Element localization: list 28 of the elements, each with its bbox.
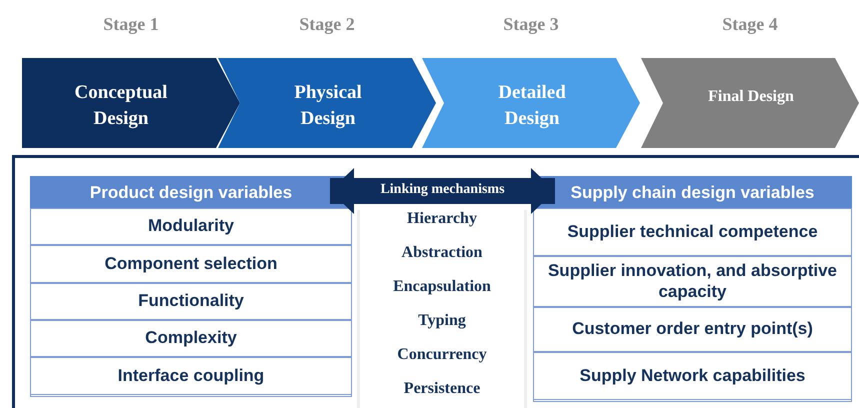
mechanism-term: Hierarchy <box>406 210 478 228</box>
mechanism-term: Encapsulation <box>392 278 492 296</box>
stage-label: Stage 2 <box>298 14 356 35</box>
double-arrow <box>330 168 555 214</box>
mechanism-term: Persistence <box>402 380 482 398</box>
mechanism-term: Concurrency <box>396 346 488 364</box>
table-cell: Interface coupling <box>30 357 352 395</box>
panel-frame <box>12 155 859 408</box>
stage-title: Conceptual Design <box>74 81 168 131</box>
table-cell: Customer order entry point(s) <box>533 307 852 352</box>
table-cell: Complexity <box>30 320 352 357</box>
table-cell: Modularity <box>30 208 352 245</box>
stage-title: Physical Design <box>293 81 363 131</box>
mechanism-term: Typing <box>417 312 467 330</box>
table-cell: Functionality <box>30 283 352 320</box>
table-cell: Supplier innovation, and absorptive capacity <box>533 256 852 307</box>
edge-label: Linking mechanisms <box>379 182 506 198</box>
variable-table <box>533 176 852 402</box>
table-cell: Supplier technical competence <box>533 208 852 256</box>
stage-label: Stage 4 <box>721 14 779 35</box>
table-cell: Component selection <box>30 245 352 283</box>
mechanism-term: Abstraction <box>400 244 484 262</box>
stage-title: Final Design <box>707 87 795 107</box>
table-cell: Supply Network capabilities <box>533 352 852 400</box>
variable-table <box>30 176 352 397</box>
stage-title: Detailed Design <box>497 81 567 131</box>
stage-label: Stage 1 <box>102 14 160 35</box>
stage-label: Stage 3 <box>502 14 560 35</box>
